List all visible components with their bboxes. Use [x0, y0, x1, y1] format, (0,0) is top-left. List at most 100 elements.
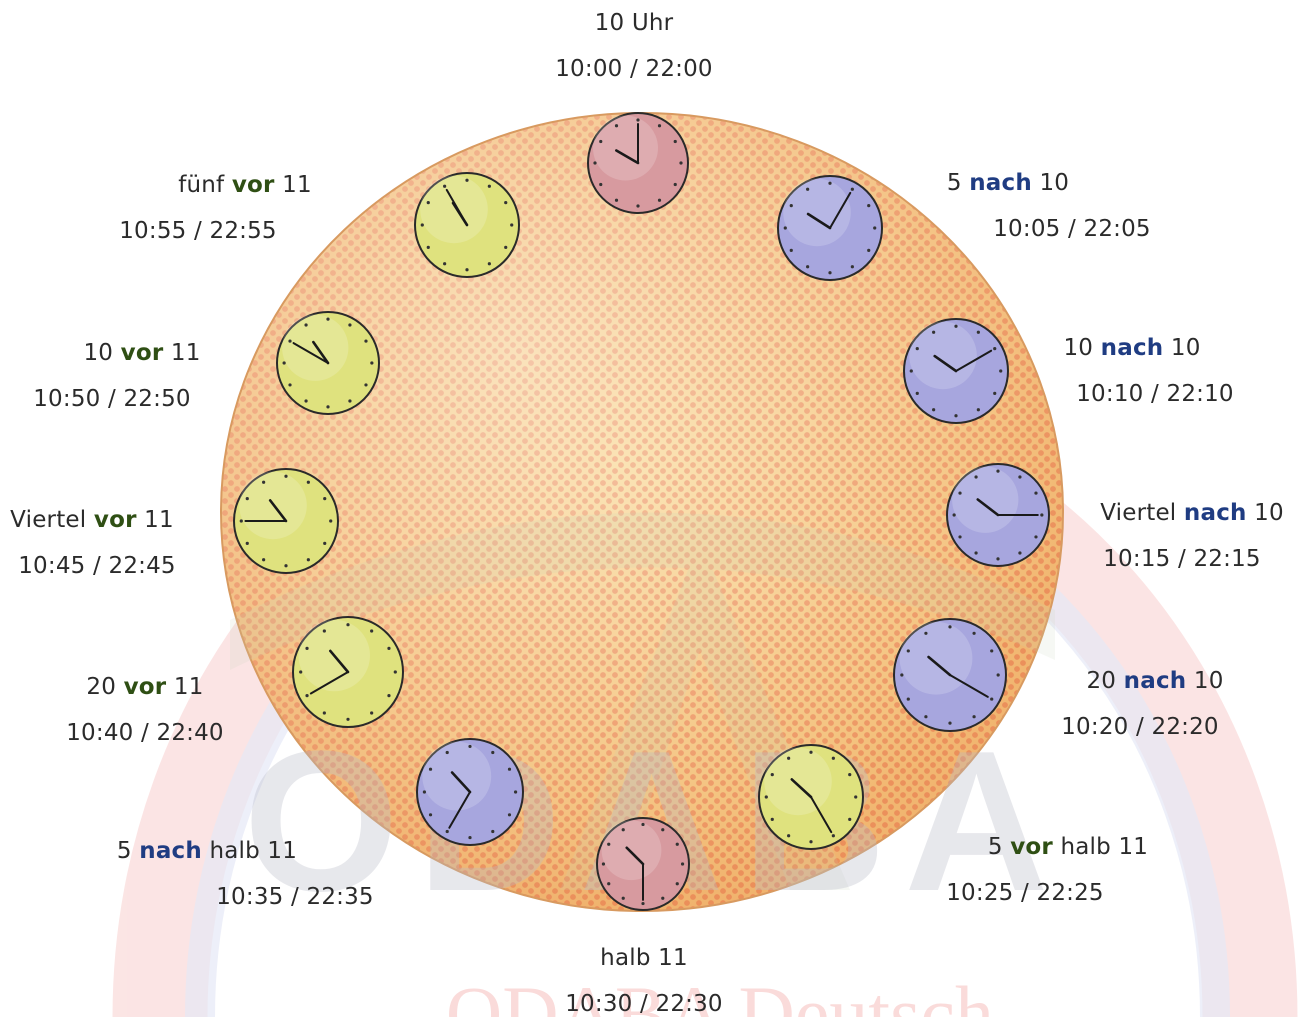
hour-tick — [262, 480, 266, 484]
digital-time: 10:15 / 22:15 — [1103, 546, 1261, 572]
hour-tick — [288, 339, 292, 343]
hour-tick — [323, 497, 327, 501]
hour-tick — [245, 497, 249, 501]
hour-tick — [262, 558, 266, 562]
spoken-time: 10 vor 11 — [83, 330, 200, 376]
clock-glare — [899, 621, 973, 695]
hour-tick — [636, 118, 640, 122]
hour-tick — [599, 139, 603, 144]
hour-tick — [468, 835, 472, 840]
digital-time: 10:10 / 22:10 — [1076, 381, 1234, 407]
spoken-time: 10 nach 10 — [1030, 325, 1234, 371]
spoken-time: Viertel vor 11 — [8, 497, 176, 543]
hour-tick — [990, 649, 994, 653]
label-1015: Viertel nach 10 10:15 / 22:15 — [1100, 490, 1284, 582]
hour-tick — [641, 822, 645, 827]
clock-glare — [952, 466, 1019, 533]
clock-glare — [601, 820, 662, 881]
hour-tick — [850, 265, 854, 269]
label-text: 11 — [136, 507, 174, 533]
hour-tick — [675, 842, 679, 846]
label-text: 20 — [1086, 668, 1124, 694]
label-text: 10 — [1031, 170, 1070, 196]
hour-tick — [507, 767, 512, 771]
clock-1050 — [276, 311, 380, 415]
hour-tick — [867, 248, 871, 252]
hour-tick — [491, 829, 495, 834]
hour-tick — [848, 773, 852, 777]
hour-tick — [322, 629, 326, 633]
label-text: 11 — [274, 172, 312, 198]
clock-1040 — [292, 616, 404, 728]
label-text: 11 — [166, 674, 204, 700]
hour-tick — [948, 721, 952, 725]
hour-tick — [675, 882, 679, 886]
hour-tick — [1034, 535, 1038, 539]
hour-tick — [680, 862, 685, 866]
hour-tick — [867, 204, 871, 208]
hour-tick — [831, 756, 835, 760]
hour-hand — [933, 354, 958, 373]
hour-tick — [306, 558, 310, 562]
hour-tick — [614, 198, 619, 202]
hour-tick — [924, 715, 928, 719]
hour-hand — [329, 649, 350, 674]
hour-tick — [952, 513, 956, 517]
spoken-time: fünf vor 11 — [169, 162, 321, 208]
hour-tick — [322, 711, 326, 715]
hour-tick — [245, 541, 249, 545]
hour-tick — [607, 882, 611, 886]
label-text: fünf — [178, 172, 232, 198]
hour-tick — [445, 750, 449, 755]
clock-glare — [783, 178, 851, 247]
digital-time: 10:05 / 22:05 — [993, 216, 1151, 242]
label-text: 10 — [1063, 335, 1101, 361]
label-1005: 5 nach 10 10:05 / 22:05 — [865, 160, 1151, 252]
label-text: 10 — [1186, 668, 1224, 694]
spoken-time: 5 nach 10 — [865, 160, 1151, 206]
hour-tick — [906, 697, 910, 701]
label-1050: 10 vor 11 10:50 / 22:50 — [33, 330, 200, 422]
hour-tick — [370, 361, 374, 365]
label-text: 11 — [163, 340, 201, 366]
hour-tick — [465, 268, 469, 272]
label-text: 10 — [83, 340, 121, 366]
spoken-time: 20 nach 10 — [1086, 658, 1223, 704]
hour-tick — [621, 828, 625, 832]
hour-tick — [468, 744, 472, 749]
minute-hand — [955, 349, 993, 372]
keyword-nach: nach — [969, 170, 1032, 196]
hour-hand — [450, 771, 472, 794]
hour-tick — [288, 383, 292, 387]
hour-hand — [625, 846, 645, 866]
digital-time: 10:00 / 22:00 — [555, 56, 713, 82]
clock-glare — [282, 314, 349, 381]
hour-hand — [312, 340, 330, 365]
hour-tick — [809, 840, 813, 844]
hour-tick — [513, 790, 518, 794]
hour-tick — [601, 862, 606, 866]
hour-tick — [954, 414, 958, 418]
hour-tick — [305, 694, 309, 698]
hour-tick — [599, 182, 603, 187]
hour-tick — [828, 271, 832, 275]
hour-tick — [1018, 475, 1022, 479]
spoken-time: 5 nach halb 11 — [106, 828, 308, 874]
hour-tick — [284, 564, 288, 568]
spoken-time: 10 Uhr — [555, 0, 713, 46]
digital-time: 10:55 / 22:55 — [119, 218, 277, 244]
hour-tick — [993, 391, 997, 395]
hour-tick — [990, 697, 994, 701]
hour-tick — [948, 625, 952, 629]
hour-tick — [323, 541, 327, 545]
clock-plate — [220, 112, 1064, 912]
digital-time: 10:40 / 22:40 — [66, 720, 224, 746]
hour-tick — [996, 673, 1000, 677]
keyword-vor: vor — [231, 172, 275, 198]
label-text: 10 Uhr — [594, 10, 674, 36]
hour-tick — [996, 557, 1000, 561]
label-text: Viertel — [1100, 500, 1184, 526]
hour-tick — [661, 896, 665, 900]
hour-tick — [783, 226, 787, 230]
